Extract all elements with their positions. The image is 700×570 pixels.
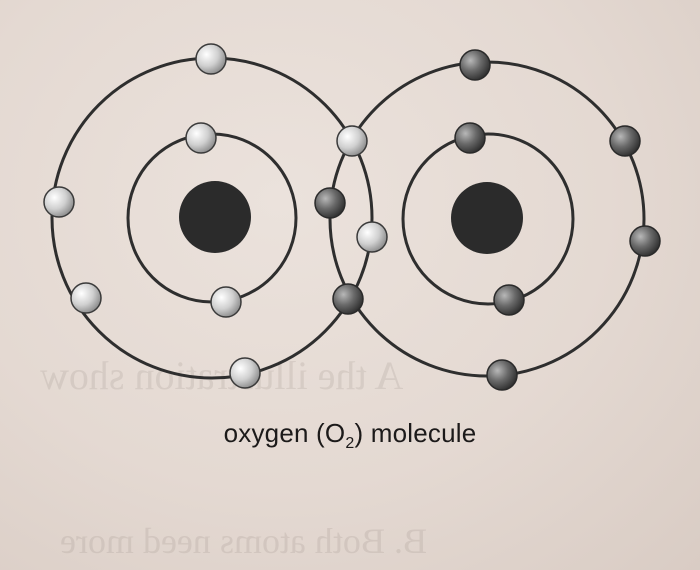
right-inner-shell <box>401 132 575 306</box>
caption-prefix: oxygen (O <box>223 418 346 448</box>
electron <box>493 284 525 316</box>
right-nucleus <box>451 182 523 254</box>
electron <box>210 286 242 318</box>
electron <box>332 283 364 315</box>
electron <box>195 43 227 75</box>
left-oxygen-atom <box>50 56 374 380</box>
electron <box>70 282 102 314</box>
electron <box>43 186 75 218</box>
left-electrons <box>43 43 388 389</box>
diagram-caption: oxygen (O2) molecule <box>0 418 700 453</box>
electron <box>459 49 491 81</box>
electron <box>356 221 388 253</box>
right-oxygen-atom <box>328 60 646 378</box>
electron <box>486 359 518 391</box>
electron <box>185 122 217 154</box>
electron <box>629 225 661 257</box>
electron <box>229 357 261 389</box>
electron <box>336 125 368 157</box>
electron <box>609 125 641 157</box>
right-electrons <box>314 49 661 391</box>
electron <box>314 187 346 219</box>
caption-suffix: ) molecule <box>354 418 477 448</box>
left-nucleus <box>179 181 251 253</box>
electron <box>454 122 486 154</box>
caption-subscript: 2 <box>345 435 355 452</box>
